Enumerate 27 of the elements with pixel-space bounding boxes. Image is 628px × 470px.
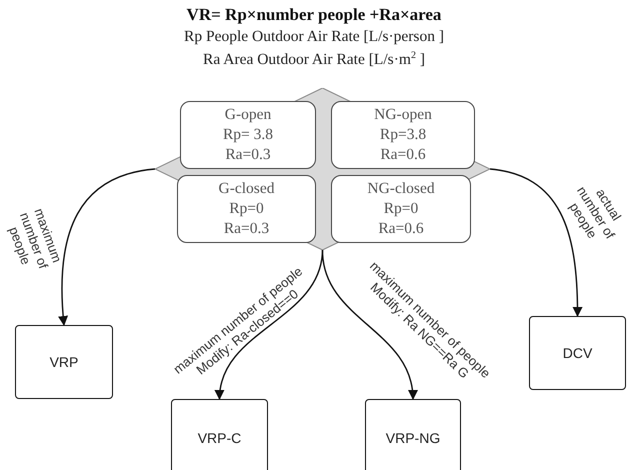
parameter-box xyxy=(331,175,471,243)
process-box: VRP-C xyxy=(171,399,268,470)
parameter-text: Ra=0.3 xyxy=(225,145,271,165)
parameter-text: NG-open xyxy=(374,105,432,125)
definition-text: Ra Area Outdoor Air Rate [L/s·m$^{2}$ ] xyxy=(202,50,426,70)
arrow xyxy=(322,250,417,400)
process-box: VRP-NG xyxy=(365,399,461,470)
parameter-text: G-closed xyxy=(218,179,274,199)
parameter-text: Rp=0 xyxy=(229,199,264,219)
formula-title: VR= Rp×number people +Ra×area xyxy=(186,5,442,25)
parameter-text: Ra=0.6 xyxy=(380,145,426,165)
parameter-text: Rp= 3.8 xyxy=(222,125,274,145)
parameter-text: Ra=0.3 xyxy=(224,219,270,239)
parameter-text: Rp=0 xyxy=(384,199,418,219)
parameter-box xyxy=(331,101,475,169)
process-box: VRP xyxy=(15,325,113,399)
definition-text: Rp People Outdoor Air Rate [L/s·person ] xyxy=(182,28,445,46)
parameter-text: Ra=0.6 xyxy=(378,219,424,239)
arrow xyxy=(58,168,156,326)
parameter-text: G-open xyxy=(224,105,272,125)
process-box: DCV xyxy=(529,316,626,390)
arrow xyxy=(216,250,324,400)
parameter-text: Rp=3.8 xyxy=(380,125,426,145)
parameter-text: NG-closed xyxy=(367,179,435,199)
parameter-box xyxy=(180,101,316,169)
parameter-box xyxy=(177,175,316,243)
arrow xyxy=(490,168,582,317)
